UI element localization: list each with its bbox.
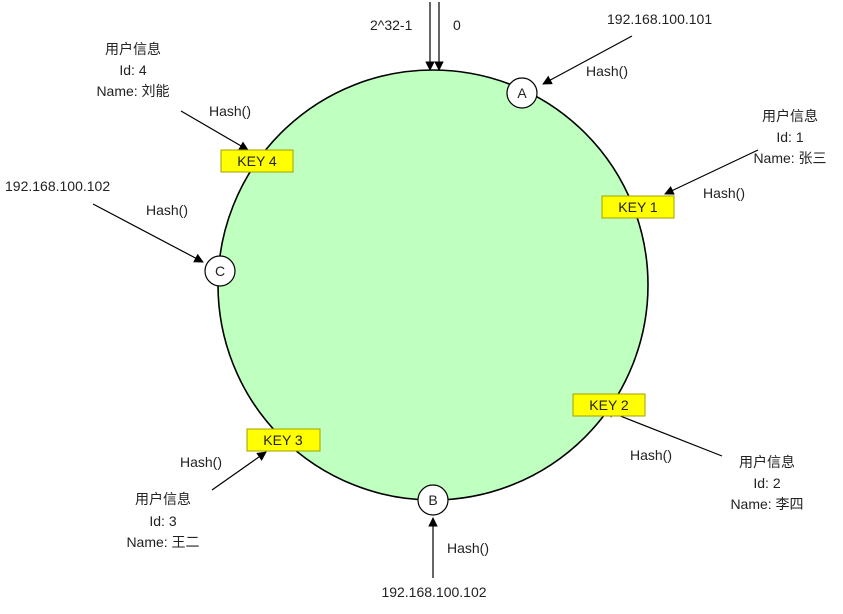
node-a: 192.168.100.101 Hash() A: [506, 11, 712, 109]
node-a-arrow: [542, 35, 633, 85]
key-4-user-id: Id: 4: [119, 62, 146, 78]
node-c-ip: 192.168.100.102: [5, 178, 110, 194]
ring-end-label: 2^32-1: [370, 17, 413, 33]
node-b-label: B: [428, 492, 437, 508]
key-2: 用户信息 Id: 2 Name: 李四 Hash() KEY 2: [572, 393, 804, 512]
key-3-user-id: Id: 3: [149, 513, 176, 529]
key-2-user-title: 用户信息: [739, 454, 795, 470]
node-a-circle: [506, 77, 538, 109]
key-4: 用户信息 Id: 4 Name: 刘能 Hash() KEY 4: [96, 41, 294, 173]
key-4-hash-label: Hash(): [209, 103, 251, 119]
node-b-circle: [417, 484, 449, 516]
key-4-label: KEY 4: [237, 153, 277, 169]
key-1-box: [601, 195, 675, 219]
key-3-hash-label: Hash(): [180, 454, 222, 470]
key-1-arrow: [664, 149, 759, 195]
key-1-user-id: Id: 1: [776, 129, 803, 145]
key-3-label: KEY 3: [263, 432, 303, 448]
key-2-box: [572, 393, 646, 417]
node-b: 192.168.100.102 Hash() B: [381, 484, 489, 600]
key-1-user-title: 用户信息: [762, 108, 818, 124]
key-2-hash-label: Hash(): [630, 447, 672, 463]
key-4-user-name: Name: 刘能: [96, 83, 169, 99]
key-1-hash-label: Hash(): [703, 185, 745, 201]
key-1-user-name: Name: 张三: [753, 150, 826, 166]
key-3-arrow: [211, 451, 267, 491]
node-c-label: C: [215, 263, 225, 279]
node-a-ip: 192.168.100.101: [607, 11, 712, 27]
node-b-ip: 192.168.100.102: [381, 584, 486, 600]
node-a-label: A: [517, 85, 527, 101]
node-c: 192.168.100.102 Hash() C: [5, 178, 236, 287]
key-2-user-name: Name: 李四: [730, 496, 803, 512]
key-2-arrow: [604, 408, 723, 457]
node-a-hash-label: Hash(): [586, 63, 628, 79]
key-1-label: KEY 1: [618, 199, 658, 215]
key-1: 用户信息 Id: 1 Name: 张三 Hash() KEY 1: [601, 108, 827, 219]
key-3-user-title: 用户信息: [135, 491, 191, 507]
node-b-hash-label: Hash(): [447, 540, 489, 556]
node-c-circle: [204, 255, 236, 287]
key-2-label: KEY 2: [589, 397, 629, 413]
key-3-box: [246, 428, 321, 452]
key-3: 用户信息 Id: 3 Name: 王二 Hash() KEY 3: [126, 428, 321, 550]
ring-start-label: 0: [453, 17, 461, 33]
node-c-hash-label: Hash(): [146, 202, 188, 218]
node-c-arrow: [92, 203, 204, 263]
key-4-user-title: 用户信息: [105, 41, 161, 57]
key-4-arrow: [180, 110, 249, 151]
key-4-box: [220, 149, 294, 173]
key-3-user-name: Name: 王二: [126, 534, 199, 550]
key-2-user-id: Id: 2: [753, 475, 780, 491]
